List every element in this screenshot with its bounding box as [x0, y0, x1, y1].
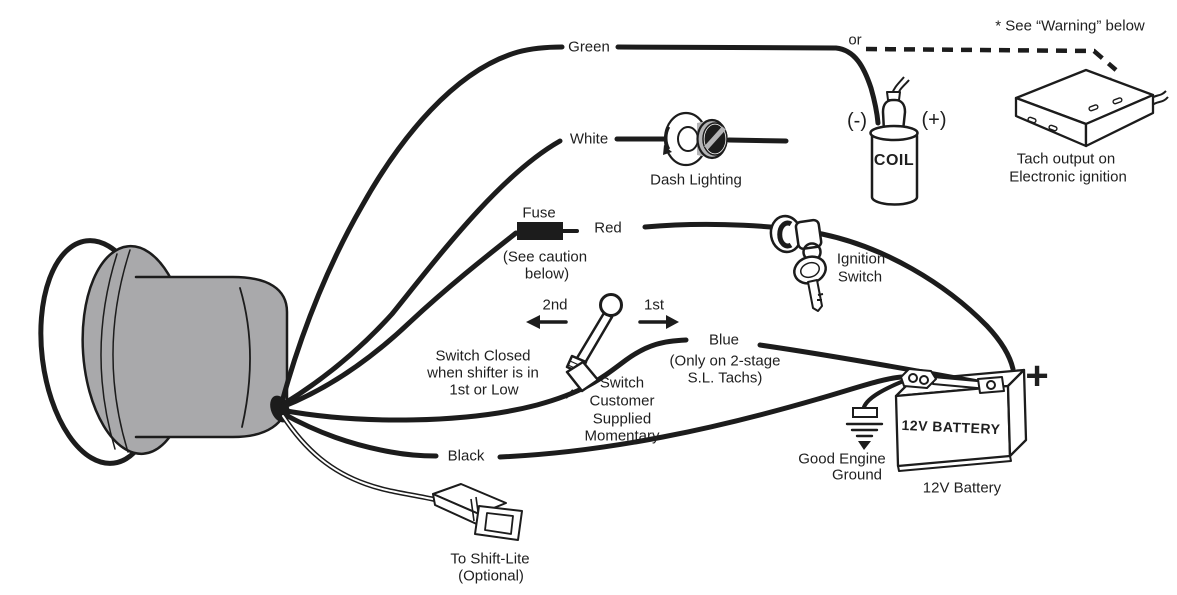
- switch-closed-note-line1: Switch Closed: [435, 347, 531, 365]
- gear-arrows: [526, 315, 679, 329]
- ignition-switch-label-line1: Ignition: [836, 250, 886, 268]
- warning-note: * See “Warning” below: [995, 17, 1145, 35]
- green-wire-label: Green: [568, 38, 610, 56]
- ground-label-line2: Ground: [831, 466, 883, 484]
- coil-positive-label: (+): [921, 109, 947, 131]
- momentary-switch-icon: [565, 293, 623, 399]
- momentary-switch-label-line4: Momentary: [584, 427, 660, 445]
- gear-1st-label: 1st: [643, 296, 665, 314]
- coil-label: COIL: [873, 152, 915, 169]
- ground-label-line1: Good Engine: [798, 450, 886, 468]
- blue-wire-note-line2: S.L. Tachs): [687, 369, 763, 387]
- tachometer-gauge-icon: [38, 238, 290, 466]
- battery-face-label: 12V BATTERY: [901, 416, 1001, 438]
- shift-lite-label-line2: (Optional): [458, 567, 524, 585]
- battery-icon: [894, 368, 1028, 472]
- momentary-switch-label-line2: Customer: [589, 392, 655, 410]
- or-label: or: [848, 31, 862, 49]
- coil-icon: [869, 76, 919, 206]
- fuse-icon: [517, 222, 579, 240]
- electronic-ignition-box-icon: [1014, 68, 1169, 148]
- black-wire-label: Black: [447, 447, 485, 465]
- ignition-switch-icon: [769, 214, 827, 312]
- battery-plus-symbol: +: [1025, 354, 1049, 398]
- wire-green: [279, 44, 881, 405]
- wire-white: [279, 136, 789, 408]
- battery-caption: 12V Battery: [922, 479, 1002, 497]
- white-wire-label: White: [569, 130, 609, 148]
- momentary-switch-label-line3: Supplied: [592, 410, 652, 428]
- coil-negative-label: (-): [847, 110, 867, 132]
- switch-closed-note-line2: when shifter is in: [427, 364, 539, 382]
- battery-terminals: [900, 368, 1005, 394]
- gear-2nd-label: 2nd: [542, 296, 568, 314]
- wire-black: [279, 374, 908, 460]
- ignition-switch-label-line2: Switch: [837, 268, 883, 286]
- dash-lighting-icon: [663, 111, 728, 167]
- ground-symbol-icon: [845, 407, 884, 450]
- tach-output-caption-line2: Electronic ignition: [1009, 168, 1127, 186]
- switch-closed-note-line3: 1st or Low: [449, 381, 519, 399]
- red-wire-label: Red: [594, 219, 622, 237]
- fuse-caution-line2: below): [524, 265, 570, 283]
- fuse-label: Fuse: [522, 204, 556, 222]
- blue-wire-label: Blue: [708, 331, 740, 349]
- tach-output-caption-line1: Tach output on: [1016, 150, 1116, 168]
- dash-lighting-label: Dash Lighting: [650, 171, 742, 189]
- wire-red: [279, 221, 1016, 410]
- fuse-caution-line1: (See caution: [502, 248, 588, 266]
- blue-wire-note-line1: (Only on 2-stage: [669, 352, 781, 370]
- shift-lite-connector-icon: [432, 483, 523, 541]
- shift-lite-label-line1: To Shift-Lite: [450, 550, 530, 568]
- momentary-switch-label-line1: Switch: [599, 374, 645, 392]
- wire-shift-lite: [280, 413, 440, 503]
